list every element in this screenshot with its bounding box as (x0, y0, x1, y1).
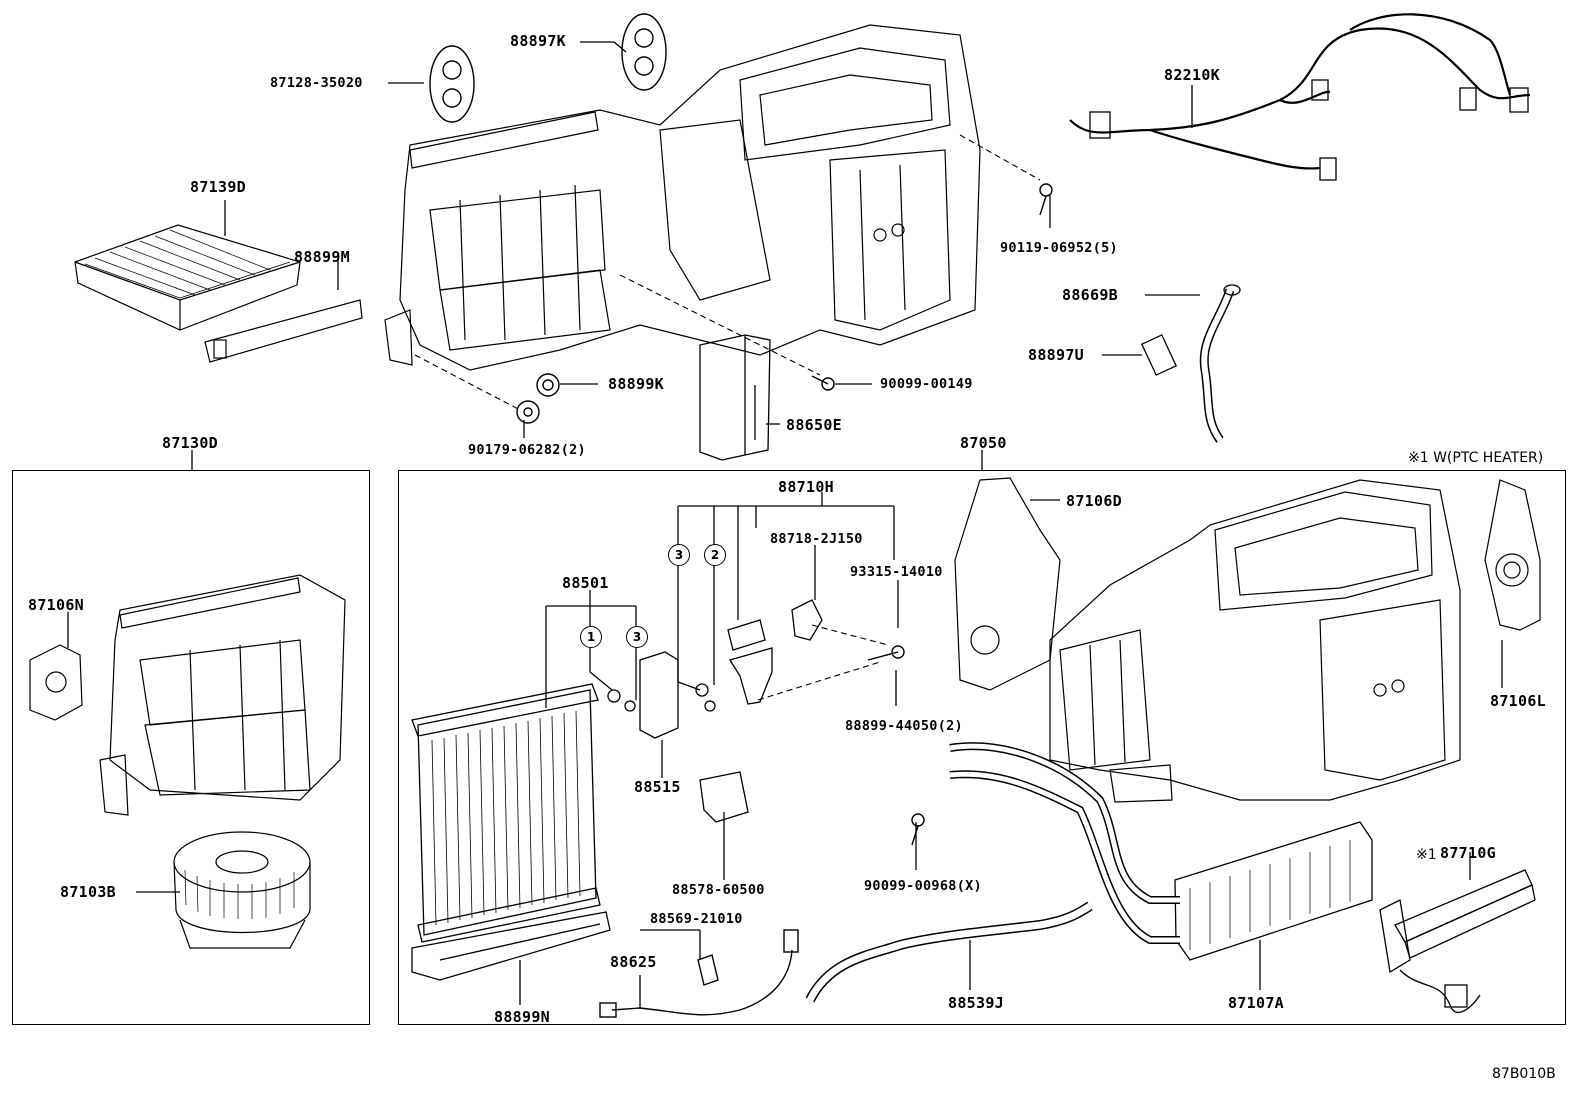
leader-lines (67, 41, 1503, 1008)
part-label-88515[interactable]: 88515 (634, 778, 681, 796)
ptc-reference-mark: ※1 (1416, 847, 1437, 863)
amplifier-88650E (699, 334, 771, 461)
part-label-90119-06952[interactable]: 90119-06952(5) (1000, 240, 1118, 256)
quantity-circle-3: 3 (668, 544, 690, 566)
part-label-88501[interactable]: 88501 (562, 574, 609, 592)
hvac-group-box (398, 470, 1566, 1025)
part-label-87103B[interactable]: 87103B (60, 883, 116, 901)
part-label-87139D[interactable]: 87139D (190, 178, 246, 196)
part-label-87128-35020[interactable]: 87128-35020 (270, 75, 363, 91)
part-label-93315-14010[interactable]: 93315-14010 (850, 564, 943, 580)
part-label-90099-00968[interactable]: 90099-00968(X) (864, 878, 982, 894)
hvac-unit-right (954, 477, 1541, 803)
part-label-88897U[interactable]: 88897U (1028, 346, 1084, 364)
part-label-88625[interactable]: 88625 (610, 953, 657, 971)
part-label-87130D[interactable]: 87130D (162, 434, 218, 452)
part-label-90179-06282[interactable]: 90179-06282(2) (468, 442, 586, 458)
part-label-82210K[interactable]: 82210K (1164, 66, 1220, 84)
grommets (429, 13, 667, 123)
drain-hose-88539J (805, 901, 1093, 1003)
part-label-88650E[interactable]: 88650E (786, 416, 842, 434)
part-label-88897K[interactable]: 88897K (510, 32, 566, 50)
part-label-90099-00149[interactable]: 90099-00149 (880, 376, 973, 392)
dashed-lines (414, 134, 1041, 701)
quantity-circle-2: 2 (704, 544, 726, 566)
part-label-88899-44050[interactable]: 88899-44050(2) (845, 718, 963, 734)
heater-core-87107A (949, 742, 1373, 961)
part-label-88669B[interactable]: 88669B (1062, 286, 1118, 304)
part-label-87050[interactable]: 87050 (960, 434, 1007, 452)
expansion-valve-88515 (607, 599, 823, 823)
quantity-circle-1: 1 (580, 626, 602, 648)
part-label-87106N[interactable]: 87106N (28, 596, 84, 614)
quantity-circle-3b: 3 (626, 626, 648, 648)
part-label-88899K[interactable]: 88899K (608, 375, 664, 393)
sensors (599, 929, 799, 1018)
part-label-87710G[interactable]: 87710G (1440, 844, 1496, 862)
evaporator-88501 (411, 683, 611, 981)
part-label-88718-2J150[interactable]: 88718-2J150 (770, 531, 863, 547)
ptc-heater-note: ※1 W(PTC HEATER) (1408, 450, 1544, 466)
part-label-87106D[interactable]: 87106D (1066, 492, 1122, 510)
part-label-88569-21010[interactable]: 88569-21010 (650, 911, 743, 927)
part-label-88539J[interactable]: 88539J (948, 994, 1004, 1012)
part-label-88578-60500[interactable]: 88578-60500 (672, 882, 765, 898)
ptc-heater-87710G (1379, 869, 1536, 1014)
part-label-88710H[interactable]: 88710H (778, 478, 834, 496)
wire-harness (1069, 13, 1531, 181)
small-fasteners (516, 183, 1053, 846)
diagram-code: 87B010B (1492, 1066, 1556, 1082)
part-label-88899N[interactable]: 88899N (494, 1008, 550, 1026)
hvac-unit-top (384, 24, 981, 371)
part-label-87107A[interactable]: 87107A (1228, 994, 1284, 1012)
blower-unit (29, 574, 346, 949)
part-label-88899M[interactable]: 88899M (294, 248, 350, 266)
hose-88669B (1140, 284, 1241, 443)
part-label-87106L[interactable]: 87106L (1490, 692, 1546, 710)
blower-group-box (12, 470, 370, 1025)
cabin-filter (74, 224, 363, 363)
